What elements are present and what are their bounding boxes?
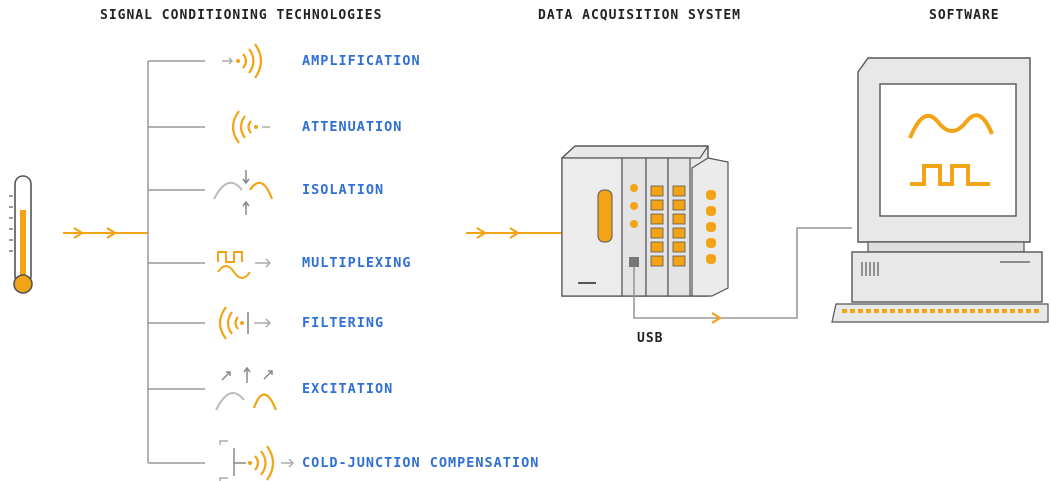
filtering-icon [218, 306, 272, 340]
input-signal-arrow [63, 227, 148, 239]
thermometer-icon [9, 175, 33, 294]
computer-icon [831, 57, 1049, 323]
daq-input-arrow [466, 227, 562, 239]
technology-branch-lines [147, 60, 205, 464]
tech-item-attenuation[interactable]: ATTENUATION [302, 119, 403, 135]
isolation-icon [213, 170, 274, 215]
daq-chassis [561, 145, 729, 297]
signal-conditioning-heading: SIGNAL CONDITIONING TECHNOLOGIES [100, 8, 383, 23]
tech-item-cold-junction-compensation[interactable]: COLD-JUNCTION COMPENSATION [302, 455, 540, 471]
tech-item-multiplexing[interactable]: MULTIPLEXING [302, 255, 412, 271]
usb-cable [633, 227, 852, 324]
cold-junction-compensation-icon [219, 440, 295, 481]
usb-label: USB [637, 331, 664, 346]
amplification-icon [222, 43, 263, 79]
tech-item-amplification[interactable]: AMPLIFICATION [302, 53, 421, 69]
tech-item-filtering[interactable]: FILTERING [302, 315, 385, 331]
software-heading: SOFTWARE [929, 8, 1000, 23]
excitation-icon [215, 366, 278, 411]
tech-item-isolation[interactable]: ISOLATION [302, 182, 385, 198]
attenuation-icon [231, 110, 270, 144]
daq-system-heading: DATA ACQUISITION SYSTEM [538, 8, 742, 23]
multiplexing-icon [217, 251, 272, 279]
tech-item-excitation[interactable]: EXCITATION [302, 381, 394, 397]
